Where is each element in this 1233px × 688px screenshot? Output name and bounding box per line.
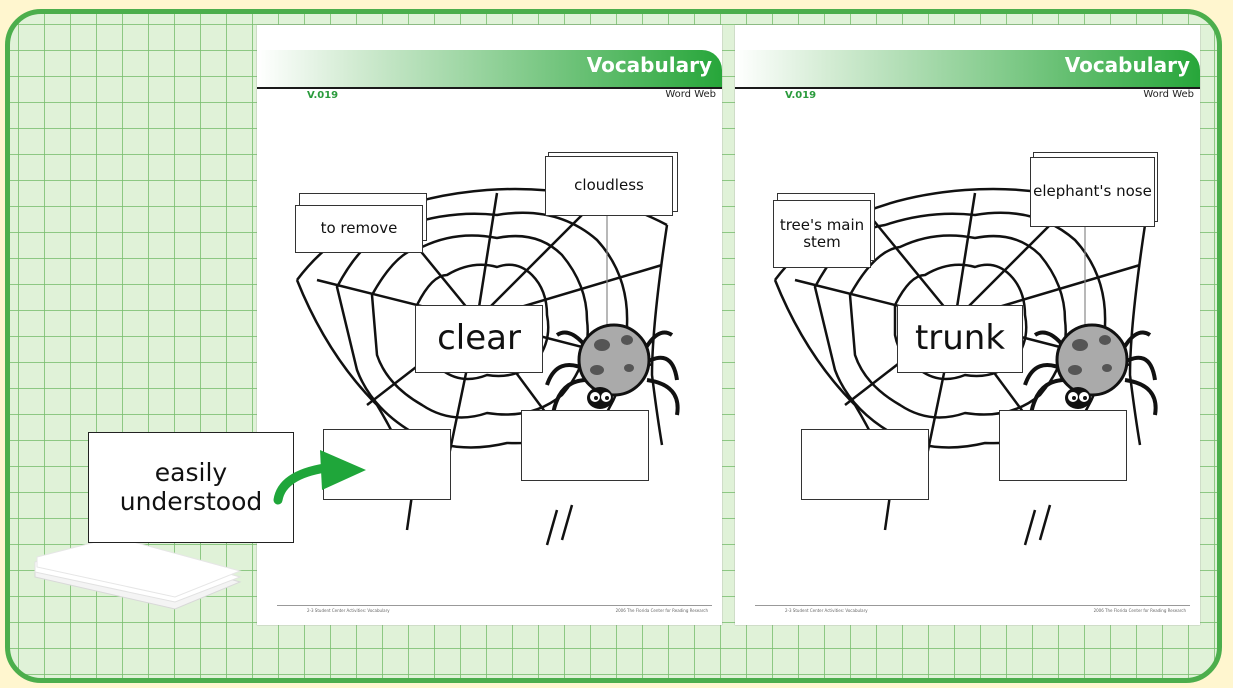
center-word-card[interactable]: clear <box>415 305 543 373</box>
banner: Vocabulary <box>735 50 1200 87</box>
header-rule <box>257 87 722 89</box>
activity-code: V.019 <box>785 90 817 101</box>
empty-card-slot[interactable] <box>521 410 649 481</box>
footer-right: 2006 The Florida Center for Reading Rese… <box>1093 608 1186 613</box>
activity-subtitle: Word Web <box>665 89 716 100</box>
card-stack[interactable] <box>25 537 250 622</box>
banner: Vocabulary <box>257 50 722 87</box>
definition-card-cloudless[interactable]: cloudless <box>545 156 673 216</box>
definition-card-tree-main-stem[interactable]: tree's main stem <box>773 200 871 268</box>
footer-left: 2-3 Student Center Activities: Vocabular… <box>785 608 868 613</box>
worksheet-page-clear: Vocabulary V.019 Word Web <box>257 25 722 625</box>
worksheet-page-trunk: Vocabulary V.019 Word Web <box>735 25 1200 625</box>
footer-left: 2-3 Student Center Activities: Vocabular… <box>307 608 390 613</box>
loose-card-easily-understood[interactable]: easily understood <box>88 432 294 543</box>
activity-code: V.019 <box>307 90 339 101</box>
empty-card-slot[interactable] <box>801 429 929 500</box>
banner-title: Vocabulary <box>1064 53 1190 77</box>
center-word-card[interactable]: trunk <box>897 305 1023 373</box>
footer-rule <box>277 605 712 606</box>
definition-card-elephants-nose[interactable]: elephant's nose <box>1030 157 1155 227</box>
footer-right: 2006 The Florida Center for Reading Rese… <box>615 608 708 613</box>
header-rule <box>735 87 1200 89</box>
activity-subtitle: Word Web <box>1143 89 1194 100</box>
definition-card-to-remove[interactable]: to remove <box>295 205 423 253</box>
footer-rule <box>755 605 1190 606</box>
banner-title: Vocabulary <box>586 53 712 77</box>
empty-card-slot[interactable] <box>999 410 1127 481</box>
green-arrow-icon <box>273 450 366 505</box>
